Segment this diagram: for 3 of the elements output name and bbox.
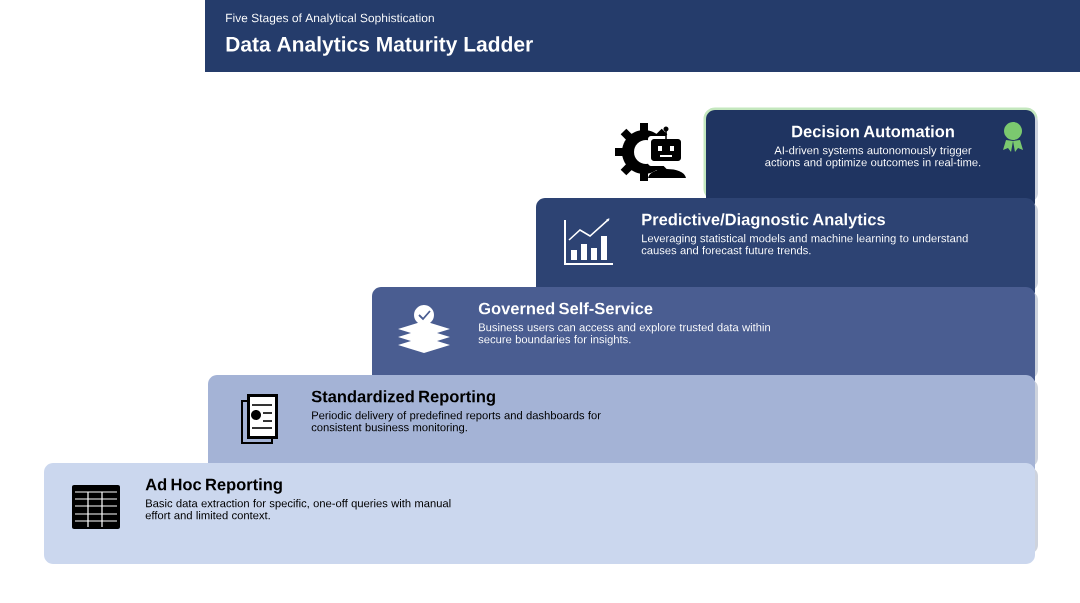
- subtitle: Five Stages of Analytical Sophistication: [226, 13, 434, 25]
- step-box: Ad Hoc Reporting Basic data extraction for specific, one-off queries with manual effort and limited context.: [44, 463, 1038, 564]
- title: Data Analytics Maturity Ladder: [226, 36, 533, 56]
